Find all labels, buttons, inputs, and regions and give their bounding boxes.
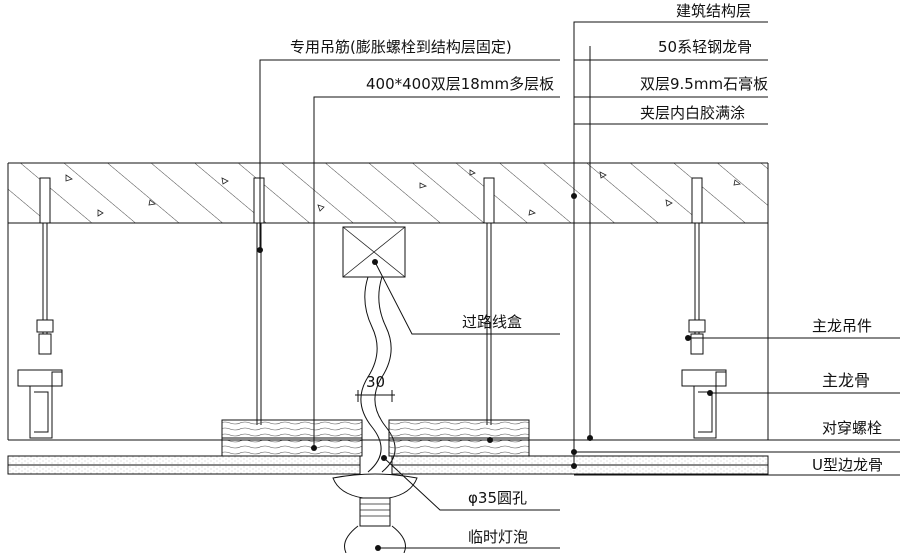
- label-structure: 建筑结构层: [676, 2, 751, 20]
- label-hanger-rod: 专用吊筋(膨胀螺栓到结构层固定): [290, 38, 512, 56]
- temporary-bulb: [332, 473, 418, 553]
- label-temp-bulb: 临时灯泡: [468, 528, 528, 546]
- label-round-hole: φ35圆孔: [468, 489, 527, 507]
- label-glue: 夹层内白胶满涂: [640, 104, 745, 122]
- dimension-30-label: 30: [366, 373, 385, 391]
- label-light-keel: 50系轻钢龙骨: [658, 38, 752, 56]
- label-junction-box: 过路线盒: [462, 313, 522, 331]
- dimension-30: 30: [355, 373, 395, 402]
- hanger-rod-3: [483, 177, 495, 425]
- label-plywood: 400*400双层18mm多层板: [366, 75, 554, 93]
- main-keel-left: [17, 369, 63, 439]
- leader-lines: [257, 21, 900, 551]
- plywood-left: [221, 419, 363, 457]
- label-main-hanger: 主龙吊件: [812, 317, 872, 335]
- label-through-bolt: 对穿螺栓: [822, 419, 882, 437]
- hanger-rod-4: [688, 177, 706, 355]
- label-gypsum: 双层9.5mm石膏板: [640, 75, 768, 93]
- label-u-edge-keel: U型边龙骨: [812, 456, 883, 474]
- main-keel-right: [681, 369, 727, 439]
- gypsum-board: [7, 455, 769, 475]
- structure-slab: [7, 162, 769, 224]
- plywood-right: [388, 419, 530, 457]
- junction-box: [342, 226, 406, 278]
- hanger-rod-1: [36, 177, 54, 355]
- label-main-keel: 主龙骨: [822, 371, 870, 390]
- hanger-rod-2: [253, 177, 265, 425]
